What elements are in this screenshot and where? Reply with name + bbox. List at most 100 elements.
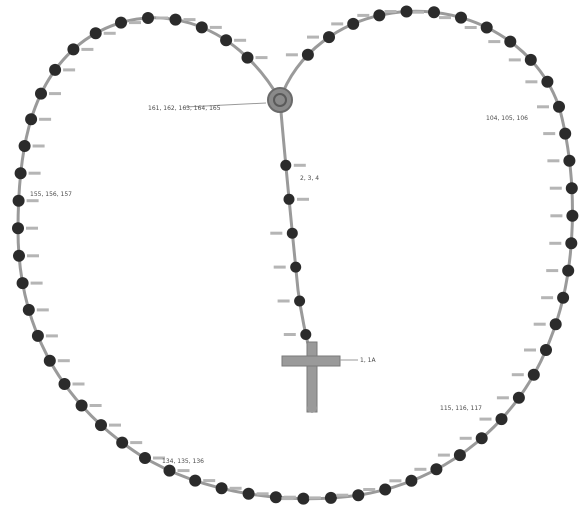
loop-bead-label-mark [63,68,75,71]
loop-bead-label-mark [389,479,401,482]
dark-bead-icon [32,330,44,342]
dark-bead-icon [563,155,575,167]
dark-bead-icon [504,36,516,48]
loop-bead-label-mark [488,40,500,43]
loop-bead-label-mark [414,468,426,471]
dark-bead-icon [189,475,201,487]
crucifix-label: 1, 1A [360,357,376,364]
crucifix-horizontal-bar [282,356,340,366]
loop-bead-label-mark [27,199,39,202]
loop-bead-label-mark [547,159,559,162]
loop-bead-label-mark [33,145,45,148]
pendant-bead-label-mark [294,164,306,167]
dark-bead-icon [19,140,31,152]
dark-bead-icon [559,128,571,140]
dark-bead-icon [90,27,102,39]
crucifix-bottom-ring [307,403,317,413]
dark-bead-icon [116,437,128,449]
loop-bead-label-mark [210,26,222,29]
right-loop-label: 104, 105, 106 [486,115,528,122]
loop-bead-label-mark [203,479,215,482]
dark-bead-icon [379,484,391,496]
pendant-bead-label-mark [297,198,309,201]
lower-right-label: 115, 116, 117 [440,405,482,412]
dark-bead-icon [23,304,35,316]
dark-bead-icon [550,318,562,330]
dark-bead-icon [325,492,337,504]
dark-bead-icon [287,228,298,239]
dark-bead-icon [297,493,309,505]
dark-bead-icon [67,43,79,55]
loop-bead-label-mark [534,323,546,326]
dark-bead-icon [115,17,127,29]
loop-bead-label-mark [509,58,521,61]
loop-bead-label-mark [549,242,561,245]
dark-bead-icon [430,463,442,475]
loop-bead-label-mark [439,16,451,19]
loop-bead-label-mark [307,36,319,39]
dark-bead-icon [25,113,37,125]
loop-bead-label-mark [385,10,397,13]
loop-bead-label-mark [90,404,102,407]
dark-bead-icon [557,292,569,304]
dark-bead-icon [44,355,56,367]
dark-bead-icon [142,12,154,24]
loop-bead-label-mark [512,373,524,376]
dark-bead-icon [513,392,525,404]
dark-bead-icon [242,52,254,64]
pendant-bead-label-mark [274,266,286,269]
dark-bead-icon [454,449,466,461]
dark-bead-icon [139,452,151,464]
pendant-bead-label-mark [284,333,296,336]
loop-bead-label-mark [234,39,246,42]
dark-bead-icon [481,22,493,34]
dark-bead-icon [13,250,25,262]
loop-bead-label-mark [178,469,190,472]
loop-bead-label-mark [184,18,196,21]
loop-bead-label-mark [550,214,562,217]
loop-bead-label-mark [541,296,553,299]
loop-bead-label-mark [525,80,537,83]
dark-bead-icon [541,76,553,88]
dark-bead-icon [35,88,47,100]
loop-bead-label-mark [412,11,424,14]
dark-bead-icon [553,101,565,113]
left-loop-label: 155, 156, 157 [30,191,72,198]
loop-bead-label-mark [129,21,141,24]
loop-bead-label-mark [331,22,343,25]
lower-left-label: 134, 135, 136 [162,458,204,465]
loop-bead-label-mark [156,17,168,20]
loop-bead-label-mark [438,454,450,457]
loop-bead-label-mark [31,282,43,285]
loop-bead-label-mark [230,487,242,490]
loop-bead-label-mark [81,48,93,51]
dark-bead-icon [17,277,29,289]
loop-bead-label-mark [29,172,41,175]
loop-bead-label-mark [460,437,472,440]
dark-bead-icon [270,491,282,503]
loop-bead-label-mark [537,105,549,108]
dark-bead-icon [528,369,540,381]
dark-bead-icon [280,160,291,171]
pendant-upper-label: 2, 3, 4 [300,175,319,182]
dark-bead-icon [284,194,295,205]
dark-bead-icon [243,488,255,500]
dark-bead-icon [302,49,314,61]
loop-bead-label-mark [286,53,298,56]
dark-bead-icon [405,475,417,487]
loop-bead-label-mark [256,56,268,59]
loop-bead-label-mark [46,334,58,337]
dark-bead-icon [300,329,311,340]
loop-bead-label-mark [550,187,562,190]
loop-bead-label-mark [58,359,70,362]
loop-bead-label-mark [104,32,116,35]
loop-bead-label-mark [130,441,142,444]
dark-bead-icon [323,31,335,43]
dark-bead-icon [13,195,25,207]
loop-bead-label-mark [109,424,121,427]
loop-bead-label-mark [363,488,375,491]
dark-bead-icon [455,12,467,24]
loop-bead-label-mark [336,494,348,497]
loop-bead-label-mark [281,497,293,500]
